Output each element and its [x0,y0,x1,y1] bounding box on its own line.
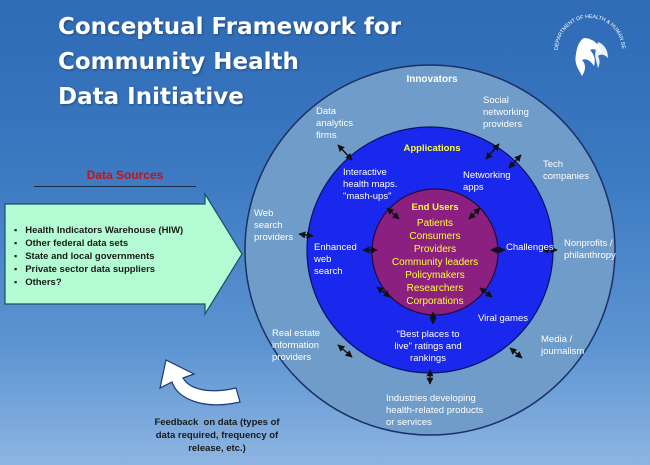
label-tech-companies: Tech companies [543,159,589,182]
label-web-search-providers: Web search providers [254,208,294,243]
page-title: Conceptual Framework for Community Healt… [58,10,418,115]
end-user-item: Community leaders [391,257,479,268]
inner-boundary-arrows [362,207,506,325]
title-line-2: Community Health [58,49,299,75]
outer-boundary-arrows [298,143,558,385]
data-source-item: State and local governments [14,250,183,263]
label-real-estate: Real estate information providers [272,328,321,363]
hhs-seal-logo: DEPARTMENT OF HEALTH & HUMAN SERVICES · … [548,8,626,76]
data-sources-list: Health Indicators Warehouse (HIW) Other … [14,224,183,289]
data-source-item: Private sector data suppliers [14,263,183,276]
end-user-item: Policymakers [405,270,465,281]
end-user-item: Patients [416,218,454,229]
data-source-item: Others? [14,276,183,289]
data-sources-title: Data Sources [86,168,164,182]
label-social-networking: Social networking providers [483,95,529,130]
innovators-heading: Innovators [406,74,458,85]
end-user-item: Consumers [409,231,461,242]
applications-heading: Applications [403,143,461,154]
label-interactive-maps: Interactive health maps. "mash-ups" [343,167,398,202]
data-source-item: Health Indicators Warehouse (HIW) [14,224,183,237]
label-networking-apps: Networking apps [463,170,511,193]
end-users-heading: End Users [411,202,459,213]
data-source-item: Other federal data sets [14,237,183,250]
title-line-1: Conceptual Framework for [58,14,402,40]
label-best-places: "Best places to live" ratings and rankin… [394,329,462,364]
label-media-journalism: Media / journalism [541,334,585,357]
label-data-analytics: Data analytics firms [316,106,353,141]
label-enhanced-search: Enhanced web search [314,242,357,277]
end-users-list: Patients Consumers Providers Community l… [370,217,500,308]
end-user-item: Providers [413,244,457,255]
feedback-caption: Feedback on data (types of data required… [154,417,280,454]
label-nonprofits: Nonprofits / philanthropy [564,238,616,261]
data-sources-divider [34,186,196,187]
title-line-3: Data Initiative [58,84,244,110]
label-viral-games: Viral games [478,313,528,324]
eagle-profiles-icon [575,38,608,76]
feedback-arrow [159,359,241,406]
label-industries: Industries developing health-related pro… [386,393,484,428]
end-user-item: Researchers [406,283,464,294]
label-challenges: Challenges [506,242,554,253]
end-user-item: Corporations [406,296,464,307]
